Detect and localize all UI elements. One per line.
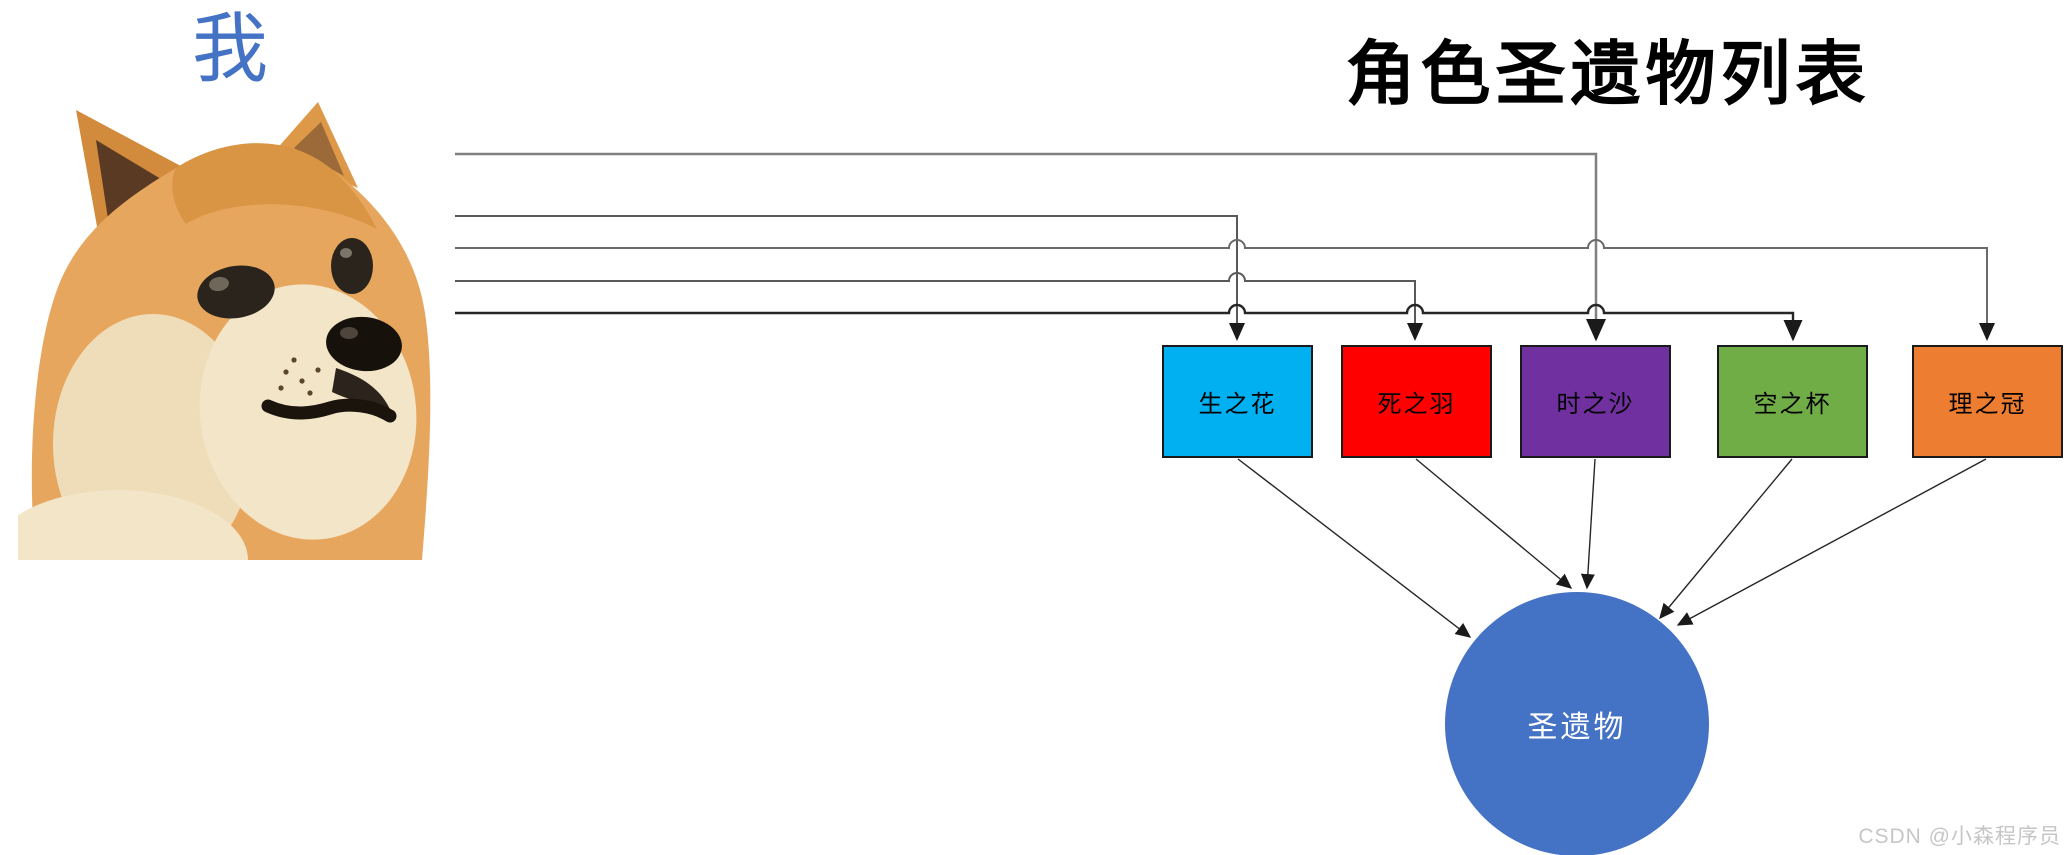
doge-right-ear-inner — [294, 122, 344, 176]
doge-left-ear-inner — [96, 140, 166, 232]
doge-chest — [18, 490, 248, 560]
connector-me-to-sizhiyu — [455, 272, 1423, 341]
artifact-box-sands-label: 时之沙 — [1556, 391, 1635, 418]
doge-forehead — [172, 143, 377, 229]
connector-shengzhihua-to-circle — [1237, 458, 1472, 638]
artifact-box-feather-label: 死之羽 — [1377, 391, 1456, 418]
connector-me-to-kongzhibei — [455, 303, 1803, 342]
doge-right-eye-highlight — [340, 248, 352, 258]
doge-whisker-dots — [278, 357, 321, 396]
connector-me-to-shengzhihua — [455, 215, 1245, 341]
box-to-circle-connectors — [1237, 458, 1987, 638]
artifact-box-goblet-label: 空之杯 — [1753, 391, 1832, 418]
artifact-box-sands: 时之沙 — [1520, 345, 1671, 458]
doge-mouth — [261, 398, 397, 423]
page-title: 角色圣遗物列表 — [1345, 35, 1871, 113]
watermark: CSDN @小森程序员 — [1858, 825, 2061, 848]
connector-shizhisha-to-circle — [1580, 458, 1596, 590]
artifact-box-goblet: 空之杯 — [1717, 345, 1868, 458]
artifact-box-flower-label: 生之花 — [1198, 391, 1277, 418]
artifact-box-circlet: 理之冠 — [1912, 345, 2063, 458]
artifact-box-circlet-label: 理之冠 — [1948, 391, 2027, 418]
doge-mouth-shadow — [332, 368, 392, 414]
connector-lizhiguan-to-circle — [1676, 458, 1987, 626]
artifact-box-feather: 死之羽 — [1341, 345, 1492, 458]
artifact-circle-label: 圣遗物 — [1527, 711, 1627, 744]
doge-nose-highlight — [340, 327, 358, 339]
me-label: 我 — [192, 7, 268, 92]
connector-sizhiyu-to-circle — [1415, 458, 1573, 589]
connector-me-to-shizhisha — [455, 152, 1606, 342]
connector-kongzhibei-to-circle — [1659, 458, 1793, 620]
connector-me-to-lizhiguan — [455, 239, 1995, 341]
doge-left-eye-highlight — [209, 276, 229, 292]
artifact-circle: 圣遗物 — [1445, 592, 1709, 855]
doge-image — [18, 102, 431, 560]
artifact-box-flower: 生之花 — [1162, 345, 1313, 458]
